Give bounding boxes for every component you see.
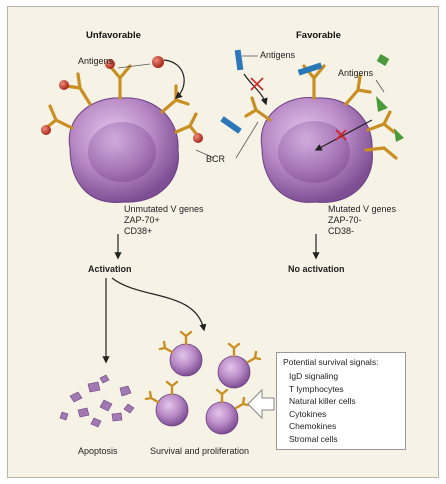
bcr-leader-left	[195, 149, 215, 159]
blue-antigen	[234, 49, 244, 71]
survival-signals-list: IgD signaling T lymphocytes Natural kill…	[289, 370, 356, 445]
bcr-leader-right	[235, 121, 259, 159]
inhibit-mark	[250, 77, 264, 91]
antigens-leader-side	[375, 79, 385, 93]
nucleus	[88, 122, 156, 182]
inhibit-mark	[335, 129, 347, 141]
blue-antigen	[220, 116, 242, 134]
blocked-signal-arrow	[314, 119, 373, 151]
left-marker-zap70: ZAP-70+	[124, 215, 160, 225]
activation-label: Activation	[88, 264, 132, 274]
right-marker-vgenes: Mutated V genes	[328, 204, 397, 214]
apoptosis-label: Apoptosis	[78, 446, 118, 456]
no-activation-label: No activation	[288, 264, 345, 274]
antigens-label-right-side: Antigens	[338, 68, 374, 78]
small-b-cell	[158, 330, 203, 377]
survival-signal-arrow	[247, 388, 275, 420]
right-antigens	[220, 49, 404, 142]
apoptotic-fragments	[59, 374, 135, 428]
unfavorable-heading: Unfavorable	[86, 30, 141, 41]
green-antigen	[376, 54, 390, 66]
signal-item: Cytokines	[289, 408, 327, 419]
favorable-heading: Favorable	[296, 30, 341, 41]
right-marker-cd38: CD38-	[328, 226, 355, 236]
small-b-cell	[144, 380, 189, 427]
survival-signals-title: Potential survival signals:	[283, 357, 379, 367]
antigens-label-right-top: Antigens	[260, 50, 296, 60]
free-antigen-ball	[152, 56, 164, 68]
signal-item: Natural killer cells	[289, 396, 356, 406]
left-marker-vgenes: Unmutated V genes	[124, 204, 204, 214]
green-antigen	[376, 96, 388, 112]
left-antigen-balls	[41, 56, 203, 143]
proliferating-cells	[144, 330, 262, 435]
small-b-cell	[217, 342, 262, 389]
signal-item: Stromal cells	[289, 433, 338, 444]
antigens-label-left: Antigens	[78, 56, 114, 66]
survival-label: Survival and proliferation	[150, 446, 250, 456]
right-marker-zap70: ZAP-70-	[328, 215, 362, 225]
favorable-b-cell	[260, 97, 373, 203]
signal-item: Chemokines	[289, 421, 337, 431]
survival-signals-box: Potential survival signals: IgD signalin…	[276, 352, 406, 450]
to-survival-arrow	[111, 277, 207, 332]
nucleus	[278, 121, 350, 183]
binding-arrow	[163, 59, 185, 99]
blocked-binding-arrow	[243, 73, 268, 106]
signal-item: T lymphocytes	[289, 383, 344, 394]
small-b-cell	[205, 388, 250, 435]
signal-item: IgD signaling	[289, 371, 339, 381]
left-marker-cd38: CD38+	[124, 226, 153, 236]
antigens-leader-left	[117, 63, 151, 69]
blue-antigen	[297, 62, 323, 76]
bcr-label: BCR	[206, 154, 226, 164]
right-bcr-receptors	[244, 64, 398, 160]
green-antigen	[394, 128, 404, 142]
unfavorable-b-cell	[68, 97, 179, 203]
